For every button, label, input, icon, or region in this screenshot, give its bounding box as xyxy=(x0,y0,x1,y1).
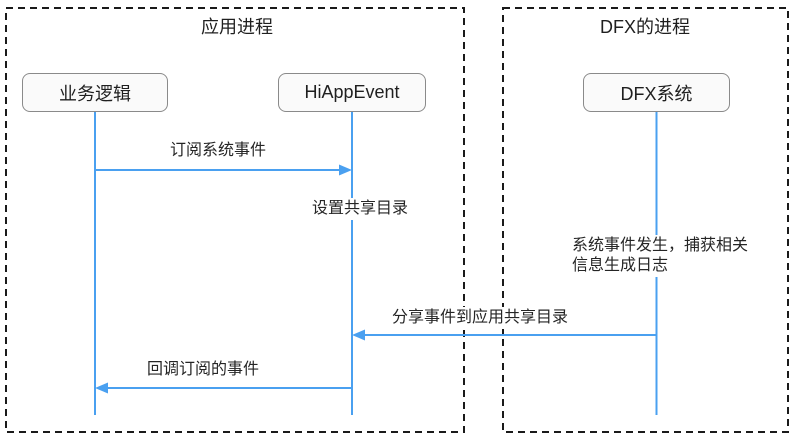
arrow-share-head xyxy=(352,329,365,341)
arrow-subscribe-head xyxy=(339,164,352,176)
frame-title-dfx-process: DFX的进程 xyxy=(596,13,694,39)
message-label-subscribe-system-events: 订阅系统事件 xyxy=(166,140,270,162)
actor-business-logic-label: 业务逻辑 xyxy=(59,83,131,104)
actor-dfx-system-label: DFX系统 xyxy=(620,83,693,104)
frame-title-app-process: 应用进程 xyxy=(197,13,277,39)
dfx-process-frame xyxy=(502,7,789,433)
actor-hiappevent: HiAppEvent xyxy=(278,73,426,112)
message-label-set-shared-directory: 设置共享目录 xyxy=(308,198,412,220)
message-label-share-event-to-app-directory: 分享事件到应用共享目录 xyxy=(388,307,572,329)
actor-hiappevent-label: HiAppEvent xyxy=(304,82,400,102)
actor-dfx-system: DFX系统 xyxy=(583,73,730,112)
app-process-frame xyxy=(5,7,465,433)
note-label-system-event-capture-log: 系统事件发生，捕获相关 信息生成日志 xyxy=(570,235,751,277)
arrow-callback-head xyxy=(95,382,108,394)
message-label-callback-subscribed-events: 回调订阅的事件 xyxy=(143,359,263,381)
actor-business-logic: 业务逻辑 xyxy=(22,73,168,112)
